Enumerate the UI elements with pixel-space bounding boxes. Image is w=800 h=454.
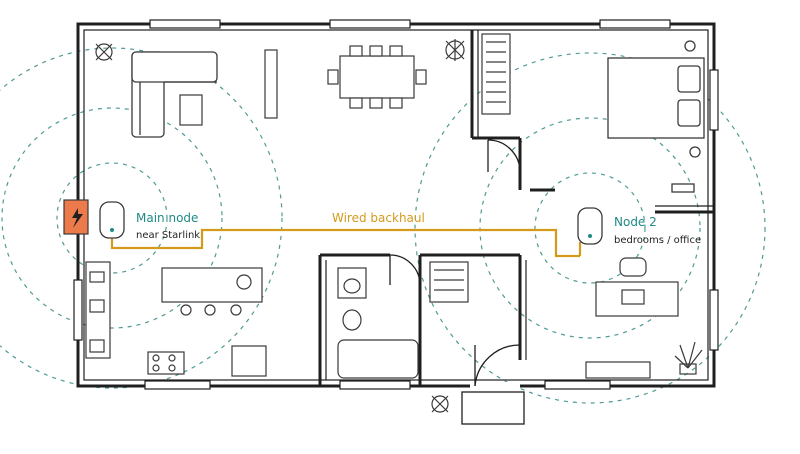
lightning-panel-icon — [63, 199, 89, 235]
interior-walls — [318, 30, 714, 390]
node2-subtitle: bedrooms / office — [614, 235, 701, 246]
main-node-title: Main node — [136, 211, 198, 225]
coffee-table — [179, 94, 203, 126]
plant-icon — [95, 39, 703, 413]
desk-icon — [585, 257, 679, 379]
doors — [389, 139, 525, 425]
windows — [73, 19, 719, 390]
node2-title: Node 2 — [614, 215, 657, 229]
sofa-icon — [131, 51, 218, 138]
signal-coverage — [0, 47, 766, 404]
dining-table — [327, 45, 427, 109]
kitchen — [85, 261, 267, 377]
tv-stand — [264, 49, 278, 119]
backhaul-cable — [110, 228, 582, 258]
closet — [481, 33, 511, 115]
backhaul-label: Wired backhaul — [332, 211, 425, 225]
main-node-subtitle: near Starlink — [136, 230, 200, 241]
bathroom — [337, 261, 469, 379]
main-node-router-icon — [99, 201, 125, 239]
bed-icon — [607, 40, 705, 193]
node2-router-icon — [577, 207, 603, 245]
